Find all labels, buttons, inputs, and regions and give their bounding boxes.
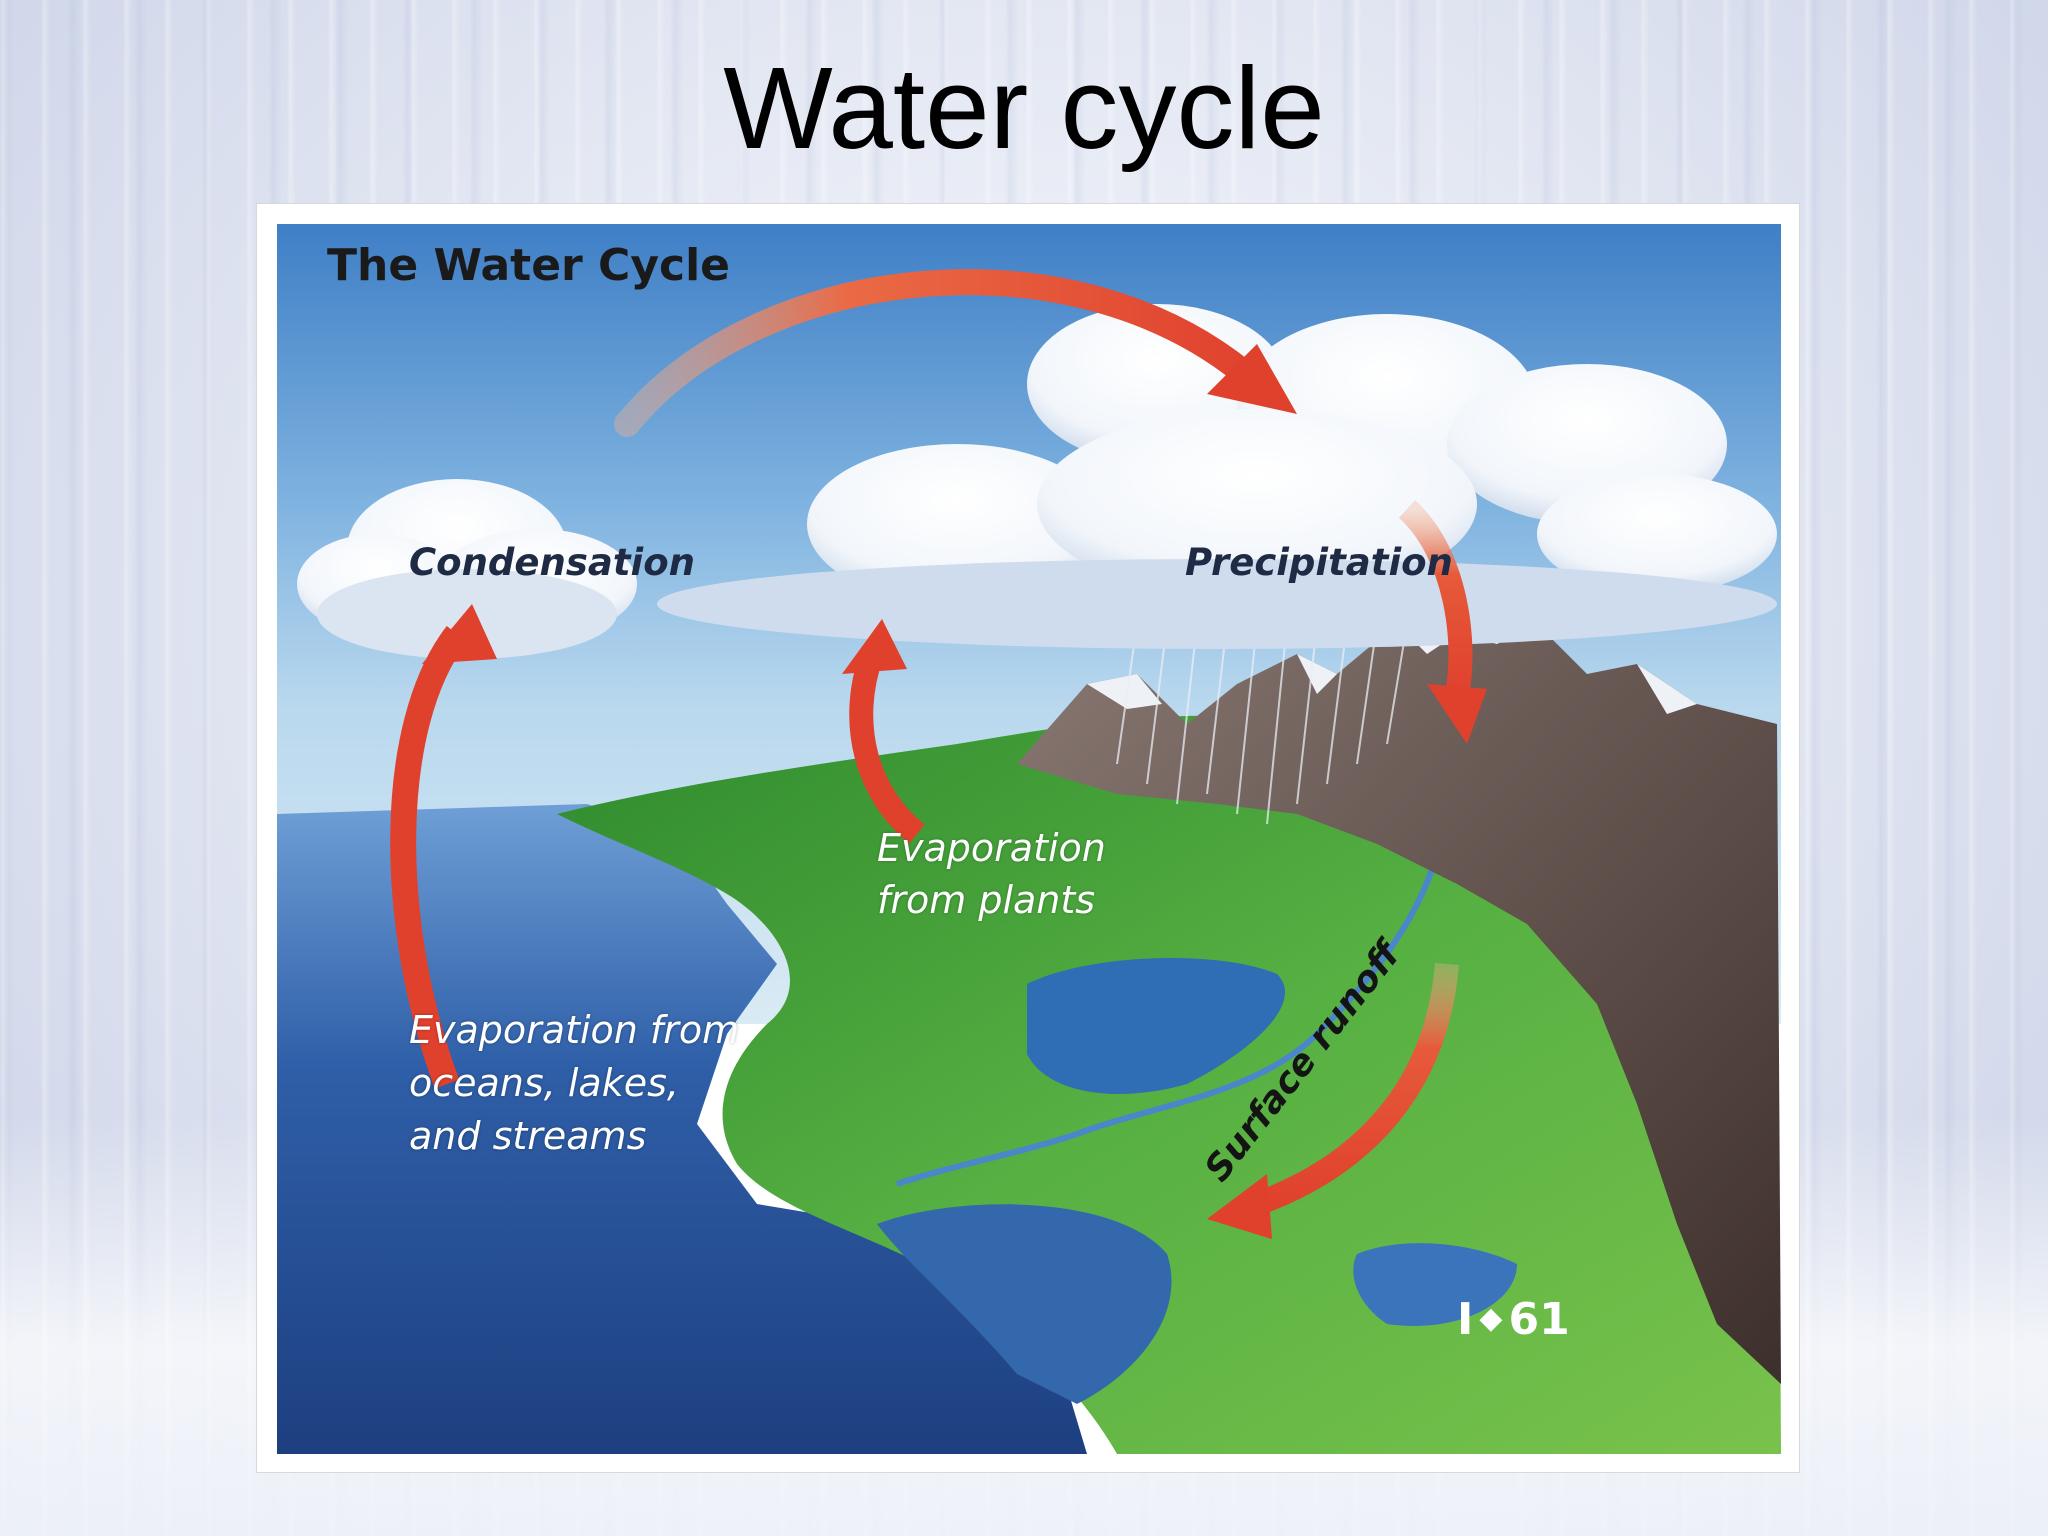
small-lake bbox=[1353, 1243, 1517, 1326]
page-marker: I◆61 bbox=[1457, 1294, 1570, 1345]
label-precipitation: Precipitation bbox=[1185, 541, 1453, 584]
slide-title: Water cycle bbox=[723, 43, 1325, 173]
diamond-icon: ◆ bbox=[1479, 1301, 1503, 1336]
arrow-evaporation-oceans bbox=[390, 604, 497, 1089]
lake bbox=[1027, 957, 1285, 1094]
water-cycle-illustration: The Water Cycle Condensation Precipitati… bbox=[256, 203, 1800, 1473]
ocean bbox=[277, 804, 1087, 1454]
bay bbox=[877, 1204, 1172, 1404]
arrow-condensation-to-precipitation bbox=[614, 269, 1297, 437]
snow-caps bbox=[1087, 584, 1697, 714]
page-number: 61 bbox=[1508, 1294, 1570, 1345]
arrow-surface-runoff bbox=[1207, 962, 1459, 1239]
illustration-heading: The Water Cycle bbox=[327, 240, 731, 291]
page-marker-left: I bbox=[1457, 1294, 1474, 1345]
label-condensation: Condensation bbox=[409, 541, 695, 584]
rain bbox=[1116, 623, 1408, 825]
cloud-precipitation bbox=[657, 304, 1777, 649]
illustration-artwork bbox=[277, 224, 1781, 1454]
label-evaporation-plants: Evaporation from plants bbox=[877, 826, 1106, 922]
river bbox=[896, 853, 1440, 1187]
label-evaporation-oceans: Evaporation from oceans, lakes, and stre… bbox=[409, 1008, 740, 1158]
arrow-precipitation bbox=[1398, 500, 1487, 744]
arrow-evaporation-plants bbox=[842, 619, 925, 844]
